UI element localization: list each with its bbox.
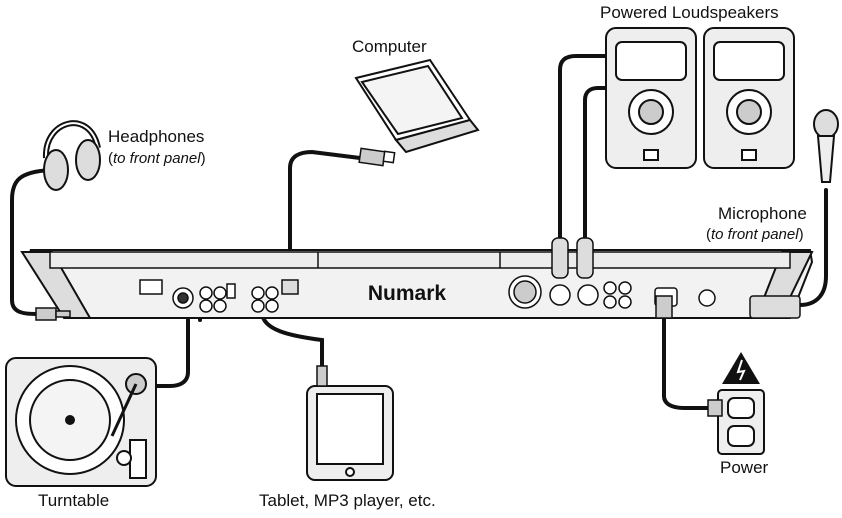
speaker-cable-right [583, 86, 610, 242]
mic-xlr-plug [749, 295, 801, 319]
warning-icon [722, 352, 760, 384]
microphone-label: Microphone [718, 204, 807, 223]
xlr-plugs [551, 237, 594, 279]
microphone-cable [798, 188, 828, 307]
tablet-cable [260, 310, 324, 372]
headphone-cable [10, 168, 52, 316]
tablet-plug [316, 365, 328, 387]
wall-outlet-icon [717, 389, 765, 455]
speakers-label: Powered Loudspeakers [600, 3, 779, 22]
microphone-note-text: to front panel [711, 226, 799, 243]
computer-label: Computer [352, 37, 427, 56]
power-cable [662, 316, 714, 410]
microphone-note: (to front panel) [706, 226, 804, 243]
controller-rear-panel: Numark [20, 249, 814, 319]
usb-cable [288, 149, 362, 270]
power-plug [655, 295, 723, 417]
microphone-icon [813, 109, 839, 183]
turntable-label: Turntable [38, 491, 110, 510]
brand-logo: Numark [368, 282, 447, 305]
power-label: Power [720, 458, 769, 477]
tablet-icon [306, 385, 394, 481]
headphones-note: (to front panel) [108, 150, 206, 167]
headphone-plug [35, 307, 71, 321]
tablet-label: Tablet, MP3 player, etc. [259, 491, 436, 510]
speaker-cable-left [558, 54, 610, 242]
turntable-cable [146, 318, 190, 388]
headphones-label: Headphones [108, 127, 205, 146]
headphones-note-text: to front panel [113, 150, 201, 167]
laptop-icon [354, 58, 480, 154]
headphones-icon [42, 120, 101, 191]
turntable-icon [5, 357, 157, 487]
speaker-icon [605, 27, 795, 169]
usb-plug [358, 147, 396, 167]
